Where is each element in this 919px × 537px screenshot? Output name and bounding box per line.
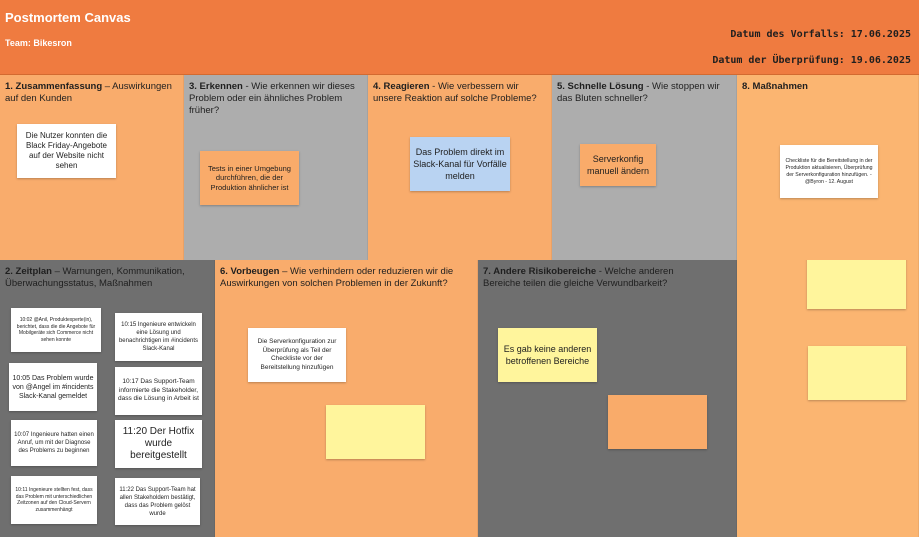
timeline-note[interactable]: 10:17 Das Support-Team informierte die S… — [115, 367, 202, 415]
section-prevent-question: – Wie verhindern oder reduzieren wir die… — [220, 266, 454, 289]
sticky-note-text: Tests in einer Umgebung durchführen, die… — [208, 163, 291, 192]
section-summary: 1. Zusammenfassung – Auswirkungen auf de… — [0, 75, 184, 260]
timeline-note[interactable]: 11:22 Das Support-Team hat allen Stakeho… — [115, 478, 200, 525]
timeline-note-text: 10:02 @Anil, Produktexperte(in), bericht… — [16, 317, 96, 343]
sticky-note[interactable]: Die Serverkonfiguration zur Überprüfung … — [248, 328, 346, 382]
review-date: Datum der Überprüfung: 19.06.2025 — [712, 55, 911, 66]
section-actions-label: 8. Maßnahmen — [742, 81, 916, 93]
section-actions-continued — [737, 260, 919, 537]
sticky-note[interactable]: Es gab keine anderen betroffenen Bereich… — [498, 328, 597, 382]
timeline-note[interactable]: 10:02 @Anil, Produktexperte(in), bericht… — [11, 308, 101, 352]
team-label: Team: Bikesron — [5, 38, 72, 48]
section-summary-question: – Auswirkungen auf den Kunden — [5, 81, 172, 104]
section-timeline-title: 2. Zeitplan — [5, 266, 52, 277]
empty-sticky-note[interactable] — [807, 260, 906, 309]
section-timeline-label: 2. Zeitplan – Warnungen, Kommunikation, … — [5, 266, 210, 290]
timeline-note[interactable]: 10:15 Ingenieure entwickeln eine Lösung … — [115, 313, 202, 361]
sticky-note[interactable]: Checkliste für die Bereitstellung in der… — [780, 145, 878, 198]
section-quick-fix-question: - Wie stoppen wir das Bluten schneller? — [557, 81, 720, 104]
section-risk-areas-question: - Welche anderen Bereiche teilen die gle… — [483, 266, 674, 289]
sticky-note-text: Die Nutzer konnten die Black Friday-Ange… — [25, 131, 108, 170]
section-actions-title: 8. Maßnahmen — [742, 81, 808, 92]
empty-sticky-note[interactable] — [808, 346, 906, 400]
section-detect: 3. Erkennen - Wie erkennen wir dieses Pr… — [184, 75, 368, 260]
timeline-note[interactable]: 10:05 Das Problem wurde von @Angel im #i… — [9, 363, 97, 411]
section-risk-areas: 7. Andere Risikobereiche - Welche andere… — [478, 260, 737, 537]
section-respond-title: 4. Reagieren — [373, 81, 430, 92]
canvas-title: Postmortem Canvas — [5, 10, 131, 25]
canvas-header: Postmortem Canvas Team: Bikesron Datum d… — [0, 0, 919, 75]
sticky-note[interactable]: Tests in einer Umgebung durchführen, die… — [200, 151, 299, 205]
section-risk-areas-label: 7. Andere Risikobereiche - Welche andere… — [483, 266, 713, 290]
section-quick-fix: 5. Schnelle Lösung - Wie stoppen wir das… — [552, 75, 737, 260]
section-respond-label: 4. Reagieren - Wie verbessern wir unsere… — [373, 81, 549, 105]
sticky-note-text: Serverkonfig manuell ändern — [586, 154, 650, 176]
sticky-note[interactable]: Serverkonfig manuell ändern — [580, 144, 656, 186]
timeline-note-text: 10:11 Ingenieure stellten fest, dass das… — [15, 487, 93, 513]
section-quick-fix-label: 5. Schnelle Lösung - Wie stoppen wir das… — [557, 81, 734, 105]
timeline-note-text: 10:05 Das Problem wurde von @Angel im #i… — [12, 374, 94, 400]
empty-sticky-note[interactable] — [608, 395, 707, 449]
section-detect-label: 3. Erkennen - Wie erkennen wir dieses Pr… — [189, 81, 365, 117]
section-timeline: 2. Zeitplan – Warnungen, Kommunikation, … — [0, 260, 215, 537]
timeline-note-text: 10:07 Ingenieure hatten einen Anruf, um … — [14, 432, 94, 454]
section-quick-fix-title: 5. Schnelle Lösung — [557, 81, 644, 92]
timeline-note-text: 11:22 Das Support-Team hat allen Stakeho… — [119, 486, 196, 517]
section-actions: 8. Maßnahmen Checkliste für die Bereitst… — [737, 75, 919, 260]
sticky-note[interactable]: Das Problem direkt im Slack-Kanal für Vo… — [410, 137, 510, 191]
section-prevent-label: 6. Vorbeugen – Wie verhindern oder reduz… — [220, 266, 470, 290]
sticky-note-text: Checkliste für die Bereitstellung in der… — [785, 157, 873, 185]
sticky-note[interactable]: Die Nutzer konnten die Black Friday-Ange… — [17, 124, 116, 178]
section-timeline-question: – Warnungen, Kommunikation, Überwachungs… — [5, 266, 185, 289]
timeline-note-text: 10:17 Das Support-Team informierte die S… — [118, 378, 199, 403]
sticky-note-text: Es gab keine anderen betroffenen Bereich… — [503, 344, 592, 366]
timeline-note[interactable]: 11:20 Der Hotfix wurde bereitgestellt — [115, 420, 202, 468]
section-detect-question: - Wie erkennen wir dieses Problem oder e… — [189, 81, 355, 116]
sticky-note-text: Das Problem direkt im Slack-Kanal für Vo… — [413, 147, 507, 181]
section-summary-label: 1. Zusammenfassung – Auswirkungen auf de… — [5, 81, 181, 105]
timeline-note[interactable]: 10:07 Ingenieure hatten einen Anruf, um … — [11, 420, 97, 466]
timeline-note-text: 11:20 Der Hotfix wurde bereitgestellt — [122, 426, 195, 461]
section-respond-question: - Wie verbessern wir unsere Reaktion auf… — [373, 81, 537, 104]
timeline-note-text: 10:15 Ingenieure entwickeln eine Lösung … — [118, 322, 199, 352]
section-summary-title: 1. Zusammenfassung — [5, 81, 103, 92]
incident-date: Datum des Vorfalls: 17.06.2025 — [730, 29, 911, 40]
empty-sticky-note[interactable] — [326, 405, 425, 459]
section-respond: 4. Reagieren - Wie verbessern wir unsere… — [368, 75, 552, 260]
section-risk-areas-title: 7. Andere Risikobereiche — [483, 266, 597, 277]
sticky-note-text: Die Serverkonfiguration zur Überprüfung … — [257, 338, 337, 371]
timeline-note[interactable]: 10:11 Ingenieure stellten fest, dass das… — [11, 476, 97, 524]
section-detect-title: 3. Erkennen — [189, 81, 243, 92]
section-prevent: 6. Vorbeugen – Wie verhindern oder reduz… — [215, 260, 478, 537]
section-prevent-title: 6. Vorbeugen — [220, 266, 280, 277]
